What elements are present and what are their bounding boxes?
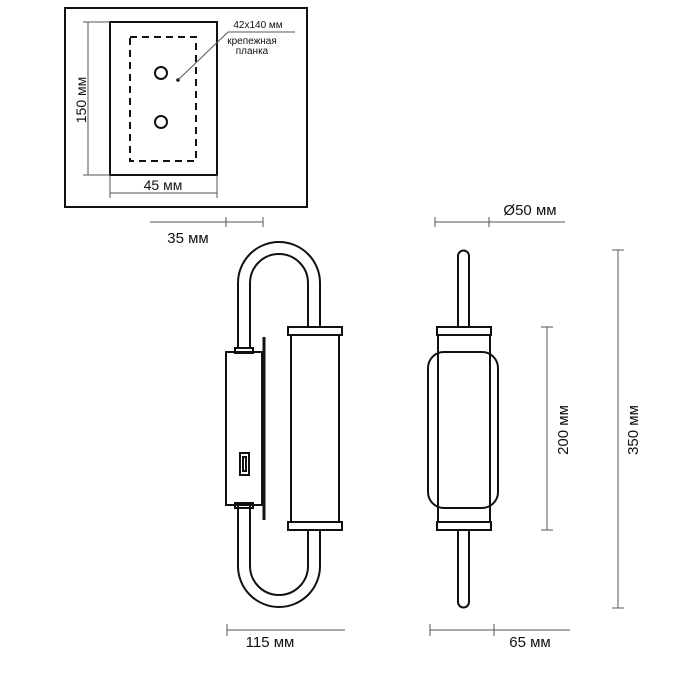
offset-label: 35 мм [167,230,208,247]
mount-plate-detail: 42x140 мм крепежная планка 150 мм 45 мм [64,7,308,208]
front-view: Ø50 мм 200 мм 350 мм 65 мм [427,202,642,651]
arm-tube-bottom [237,505,321,608]
canopy-outline [109,21,218,176]
switch-icon [239,452,250,476]
height-label: 150 мм [73,77,89,124]
canopy-box [225,351,263,506]
rod-bottom [457,530,470,609]
screw-hole [154,66,168,80]
shade-height-label: 200 мм [555,405,572,455]
plate-name-line2: планка [236,46,269,57]
plate-name-line1: крепежная [227,36,277,47]
screw-hole [154,115,168,129]
lamp-shade-front [437,334,491,523]
plate-size-label: 42x140 мм [233,20,282,31]
leader-line [177,31,295,81]
side-view: 35 мм 115 мм [150,217,345,651]
mounting-plate-outline [129,36,197,162]
rod-top [457,249,470,327]
total-height-label: 350 мм [625,405,642,455]
detail-frame [64,7,308,208]
lamp-shade-side [290,334,340,523]
width-label: 45 мм [144,177,183,193]
depth-label: 115 мм [246,634,295,651]
front-width-label: 65 мм [509,634,550,651]
side-arm-outline [427,351,499,509]
arm-tube-top [237,241,321,348]
diameter-label: Ø50 мм [503,202,556,219]
